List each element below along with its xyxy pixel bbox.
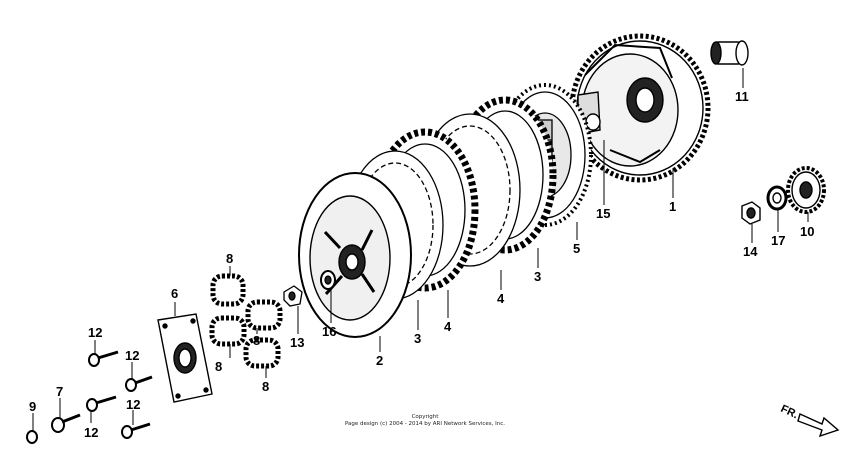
part-6-lifter-plate (157, 313, 213, 403)
callout-8-mid-right: 8 (253, 333, 260, 348)
callout-4-rear: 4 (497, 291, 505, 306)
callout-2: 2 (376, 353, 383, 368)
part-11-bushing (710, 40, 749, 66)
callout-11: 11 (735, 89, 749, 104)
part-17-washer (766, 185, 788, 211)
callout-12-c: 12 (84, 425, 98, 440)
callout-12-a: 12 (88, 325, 102, 340)
copyright-notice: Copyright Page design (c) 2004 - 2014 by… (300, 414, 550, 428)
part-12-bolt-a (88, 350, 119, 367)
part-13-lifter-piece (283, 285, 303, 307)
part-16-bearing (320, 270, 336, 290)
callout-1: 1 (669, 199, 676, 214)
callout-13: 13 (290, 335, 304, 350)
callout-10: 10 (800, 224, 814, 239)
part-12-bolt-b (125, 375, 153, 392)
copyright-text: Page design (c) 2004 - 2014 by ARI Netwo… (344, 421, 506, 427)
part-1-clutch-outer-housing (569, 33, 711, 183)
callout-8-mid-left: 8 (215, 359, 222, 374)
part-10-drive-gear (786, 166, 826, 214)
callout-17: 17 (771, 233, 785, 248)
callout-7: 7 (56, 384, 63, 399)
part-8-spring-mid-left (209, 315, 247, 347)
callout-12-d: 12 (126, 397, 140, 412)
part-8-spring-mid-right (245, 299, 283, 331)
callout-3-front: 3 (414, 331, 421, 346)
part-7-bolt-washer (51, 413, 81, 433)
callout-4-front: 4 (444, 319, 452, 334)
front-arrow-icon (797, 413, 840, 438)
callout-14: 14 (743, 244, 758, 259)
part-2-clutch-center (298, 172, 412, 338)
callout-15: 15 (596, 206, 610, 221)
copyright-title: Copyright (411, 414, 439, 420)
front-direction-label: FR. (779, 403, 800, 421)
callout-3-rear: 3 (534, 269, 541, 284)
leader-lines (32, 68, 809, 431)
part-12-bolt-c (86, 395, 117, 412)
callout-8-top: 8 (226, 251, 233, 266)
part-8-spring-top (210, 273, 246, 307)
part-8-spring-bottom (243, 337, 281, 369)
part-9-plug (26, 430, 38, 444)
part-12-bolt-d (121, 422, 151, 439)
callout-9: 9 (29, 399, 36, 414)
callout-16: 16 (322, 324, 336, 339)
callout-12-b: 12 (125, 348, 139, 363)
callout-5: 5 (573, 241, 580, 256)
part-14-lock-nut (741, 201, 761, 225)
front-direction-indicator: FR. (779, 403, 840, 438)
callout-6: 6 (171, 286, 178, 301)
callout-8-bottom: 8 (262, 379, 269, 394)
